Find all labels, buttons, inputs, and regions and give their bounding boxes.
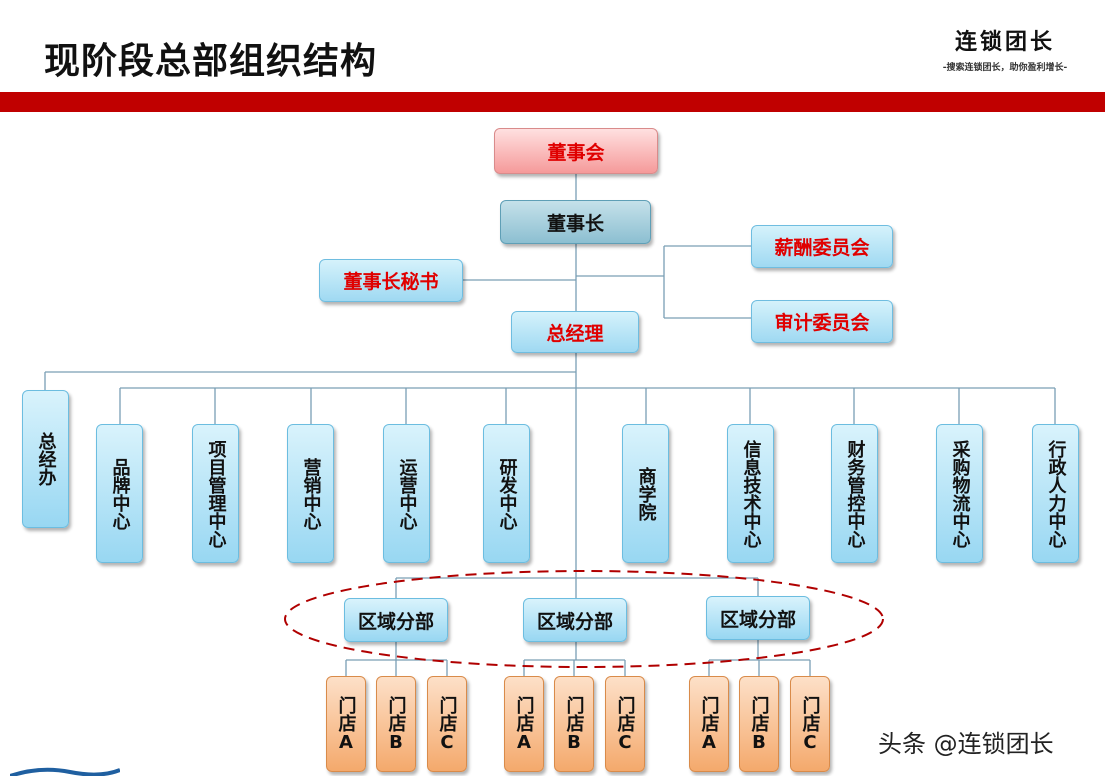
store-b: 门店B — [554, 676, 594, 772]
page-title: 现阶段总部组织结构 — [44, 41, 378, 82]
brand-name: 连锁团长 — [954, 29, 1055, 55]
header-red-bar — [0, 92, 1105, 112]
region-highlight-ellipse — [284, 570, 884, 668]
dept-general-office: 总经办 — [22, 390, 69, 528]
dept-rd-center: 研发中心 — [483, 424, 530, 563]
chairman-box: 董事长 — [500, 200, 651, 244]
dept-it-center: 信息技术中心 — [727, 424, 774, 563]
store-b: 门店B — [376, 676, 416, 772]
brand-logo: 连锁团长 -搜索连锁团长，助你盈利增长- — [930, 24, 1080, 73]
dept-business-school: 商学院 — [622, 424, 669, 563]
dept-procurement-logistics-center: 采购物流中心 — [936, 424, 983, 563]
store-a: 门店A — [689, 676, 729, 772]
regional-branch-3: 区域分部 — [706, 596, 810, 640]
watermark: 头条 @连锁团长 — [878, 730, 1054, 758]
footer-decoration-icon — [10, 767, 120, 776]
regional-branch-1: 区域分部 — [344, 598, 448, 642]
dept-marketing-center: 营销中心 — [287, 424, 334, 563]
chairman-secretary-box: 董事长秘书 — [319, 259, 463, 302]
store-b: 门店B — [739, 676, 779, 772]
audit-committee-box: 审计委员会 — [751, 300, 893, 343]
dept-operations-center: 运营中心 — [383, 424, 430, 563]
salary-committee-box: 薪酬委员会 — [751, 225, 893, 268]
regional-branch-2: 区域分部 — [523, 598, 627, 642]
store-c: 门店C — [427, 676, 467, 772]
store-c: 门店C — [790, 676, 830, 772]
board-of-directors-box: 董事会 — [494, 128, 658, 174]
store-a: 门店A — [504, 676, 544, 772]
general-manager-box: 总经理 — [511, 311, 639, 353]
store-c: 门店C — [605, 676, 645, 772]
dept-project-management-center: 项目管理中心 — [192, 424, 239, 563]
brand-slogan: -搜索连锁团长，助你盈利增长- — [942, 63, 1068, 73]
dept-brand-center: 品牌中心 — [96, 424, 143, 563]
store-a: 门店A — [326, 676, 366, 772]
dept-admin-hr-center: 行政人力中心 — [1032, 424, 1079, 563]
dept-finance-control-center: 财务管控中心 — [831, 424, 878, 563]
